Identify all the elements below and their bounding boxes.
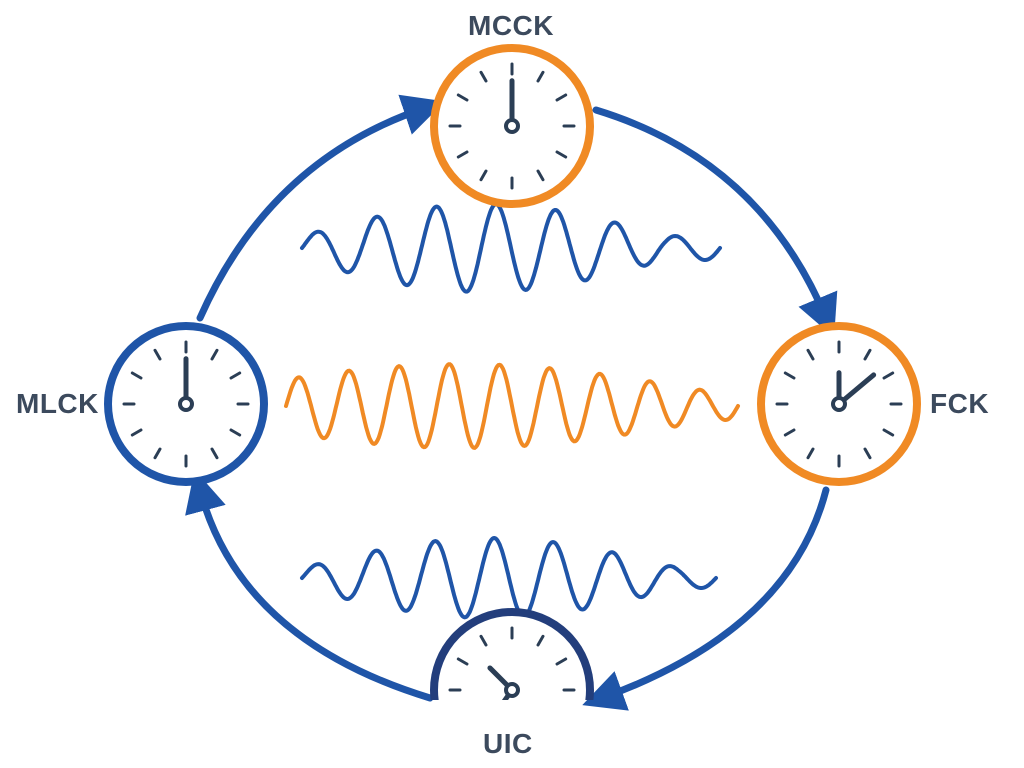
clock-pivot xyxy=(831,396,847,412)
clock-tick xyxy=(536,70,545,83)
clock-pivot xyxy=(504,682,520,698)
clock-tick xyxy=(536,634,545,647)
clock-tick xyxy=(783,428,796,437)
clock-tick xyxy=(555,150,568,159)
clock-tick xyxy=(882,371,895,380)
clock-tick xyxy=(479,70,488,83)
clock-tick xyxy=(863,348,872,361)
clock-ring xyxy=(430,608,594,700)
clock-tick xyxy=(210,447,219,460)
mlck-clock-icon xyxy=(104,322,268,486)
top-wave xyxy=(300,202,722,294)
cycle-arrow-uic-to-mlck xyxy=(185,469,434,702)
uic-label: UIC xyxy=(483,728,533,759)
clock-tick xyxy=(806,348,815,361)
clock-tick xyxy=(536,169,545,182)
clock-tick xyxy=(555,93,568,102)
clock-tick xyxy=(456,150,469,159)
clock-tick xyxy=(153,447,162,460)
clock-tick xyxy=(458,716,467,721)
bottom-wave xyxy=(300,535,718,620)
clock-pivot xyxy=(504,118,520,134)
cycle-arrow-fck-to-uic xyxy=(582,486,830,711)
clock-tick xyxy=(806,447,815,460)
clock-tick xyxy=(456,657,469,666)
clock-tick xyxy=(863,447,872,460)
clock-tick xyxy=(557,716,566,721)
clock-tick xyxy=(130,371,143,380)
fck-label: FCK xyxy=(930,388,990,419)
clock-tick xyxy=(130,428,143,437)
clock-tick xyxy=(479,169,488,182)
mlck-label: MLCK xyxy=(16,388,99,419)
uic-clock-icon xyxy=(430,608,594,744)
cycle-arrow-mcck-to-fck xyxy=(592,106,838,338)
clock-tick xyxy=(229,428,242,437)
clock-tick xyxy=(783,371,796,380)
clock-tick xyxy=(153,348,162,361)
cycle-arrow-mlck-to-mcck xyxy=(196,94,445,322)
clock-tick xyxy=(210,348,219,361)
clock-tick xyxy=(456,93,469,102)
clock-tick xyxy=(882,428,895,437)
mcck-clock-icon xyxy=(430,44,594,208)
fck-clock-icon xyxy=(757,322,921,486)
clock-tick xyxy=(538,735,543,744)
clock-tick xyxy=(229,371,242,380)
middle-wave xyxy=(284,362,740,451)
clock-pivot xyxy=(178,396,194,412)
clock-tick xyxy=(479,634,488,647)
mcck-label: MCCK xyxy=(468,10,554,41)
clock-tick xyxy=(555,657,568,666)
